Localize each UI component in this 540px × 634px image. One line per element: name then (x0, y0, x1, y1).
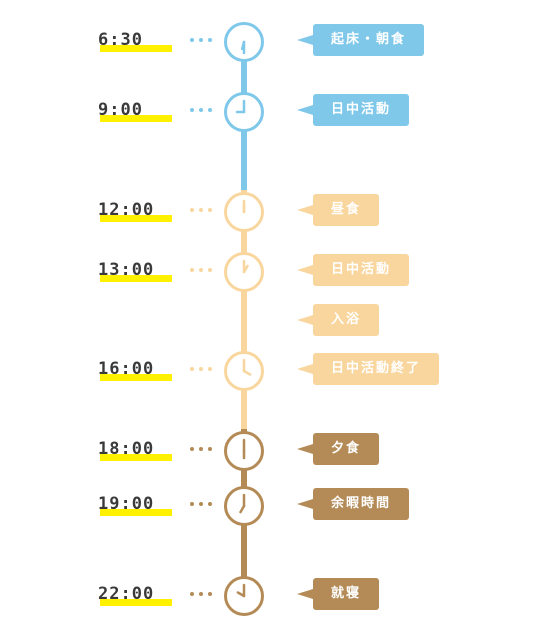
clock-icon (224, 252, 264, 292)
connector-dots (190, 204, 220, 216)
time-text: 18:00 (98, 439, 155, 459)
time-label: 22:00 (98, 584, 172, 606)
connector-dots (190, 34, 220, 46)
activity-label-text: 就寝 (331, 586, 362, 601)
activity-label: 起床・朝食 (296, 24, 425, 56)
activity-label: 就寝 (296, 578, 380, 610)
clock-icon (224, 22, 264, 62)
activity-label: 昼食 (296, 194, 380, 226)
time-highlight (100, 374, 172, 381)
schedule-row: 19:00 余暇時間 (0, 484, 540, 526)
time-label: 19:00 (98, 494, 172, 516)
connector-dots (190, 104, 220, 116)
time-highlight (100, 215, 172, 222)
time-text: 9:00 (98, 100, 143, 120)
time-text: 12:00 (98, 200, 155, 220)
schedule-row: 18:00 夕食 (0, 429, 540, 471)
schedule-row: 9:00 日中活動 (0, 90, 540, 132)
time-text: 16:00 (98, 359, 155, 379)
time-text: 6:30 (98, 30, 143, 50)
time-label: 12:00 (98, 200, 172, 222)
connector-dots (190, 264, 220, 276)
activity-label-text: 余暇時間 (331, 496, 392, 511)
activity-label: 日中活動 (296, 94, 410, 126)
activity-label-text: 夕食 (331, 441, 362, 456)
timeline-line (241, 190, 247, 429)
time-text: 22:00 (98, 584, 155, 604)
activity-label-text: 昼食 (331, 202, 362, 217)
time-highlight (100, 275, 172, 282)
time-text: 13:00 (98, 260, 155, 280)
activity-label-text: 入浴 (331, 312, 362, 327)
connector-dots (190, 588, 220, 600)
connector-dots (190, 498, 220, 510)
time-highlight (100, 509, 172, 516)
schedule-row: 12:00 昼食 (0, 190, 540, 232)
activity-label-text: 起床・朝食 (331, 32, 407, 47)
activity-label-text: 日中活動 (331, 262, 392, 277)
time-highlight (100, 45, 172, 52)
schedule-row: 6:30 起床・朝食 (0, 20, 540, 62)
schedule-row: 入浴 (0, 300, 540, 340)
time-text: 19:00 (98, 494, 155, 514)
time-label: 16:00 (98, 359, 172, 381)
activity-label: 余暇時間 (296, 488, 410, 520)
activity-label: 日中活動 (296, 254, 410, 286)
connector-dots (190, 443, 220, 455)
activity-label: 入浴 (296, 304, 380, 336)
time-label: 9:00 (98, 100, 172, 122)
time-highlight (100, 599, 172, 606)
schedule-row: 13:00 日中活動 (0, 250, 540, 292)
clock-icon (224, 192, 264, 232)
clock-icon (224, 92, 264, 132)
time-label: 18:00 (98, 439, 172, 461)
activity-label: 夕食 (296, 433, 380, 465)
clock-icon (224, 351, 264, 391)
connector-dots (190, 363, 220, 375)
time-highlight (100, 454, 172, 461)
activity-label: 日中活動終了 (296, 353, 440, 385)
activity-label-text: 日中活動 (331, 102, 392, 117)
clock-icon (224, 576, 264, 616)
clock-icon (224, 486, 264, 526)
clock-icon (224, 431, 264, 471)
schedule-row: 16:00 日中活動終了 (0, 349, 540, 391)
time-highlight (100, 115, 172, 122)
activity-label-text: 日中活動終了 (331, 361, 422, 376)
time-label: 13:00 (98, 260, 172, 282)
schedule-row: 22:00 就寝 (0, 574, 540, 616)
time-label: 6:30 (98, 30, 172, 52)
